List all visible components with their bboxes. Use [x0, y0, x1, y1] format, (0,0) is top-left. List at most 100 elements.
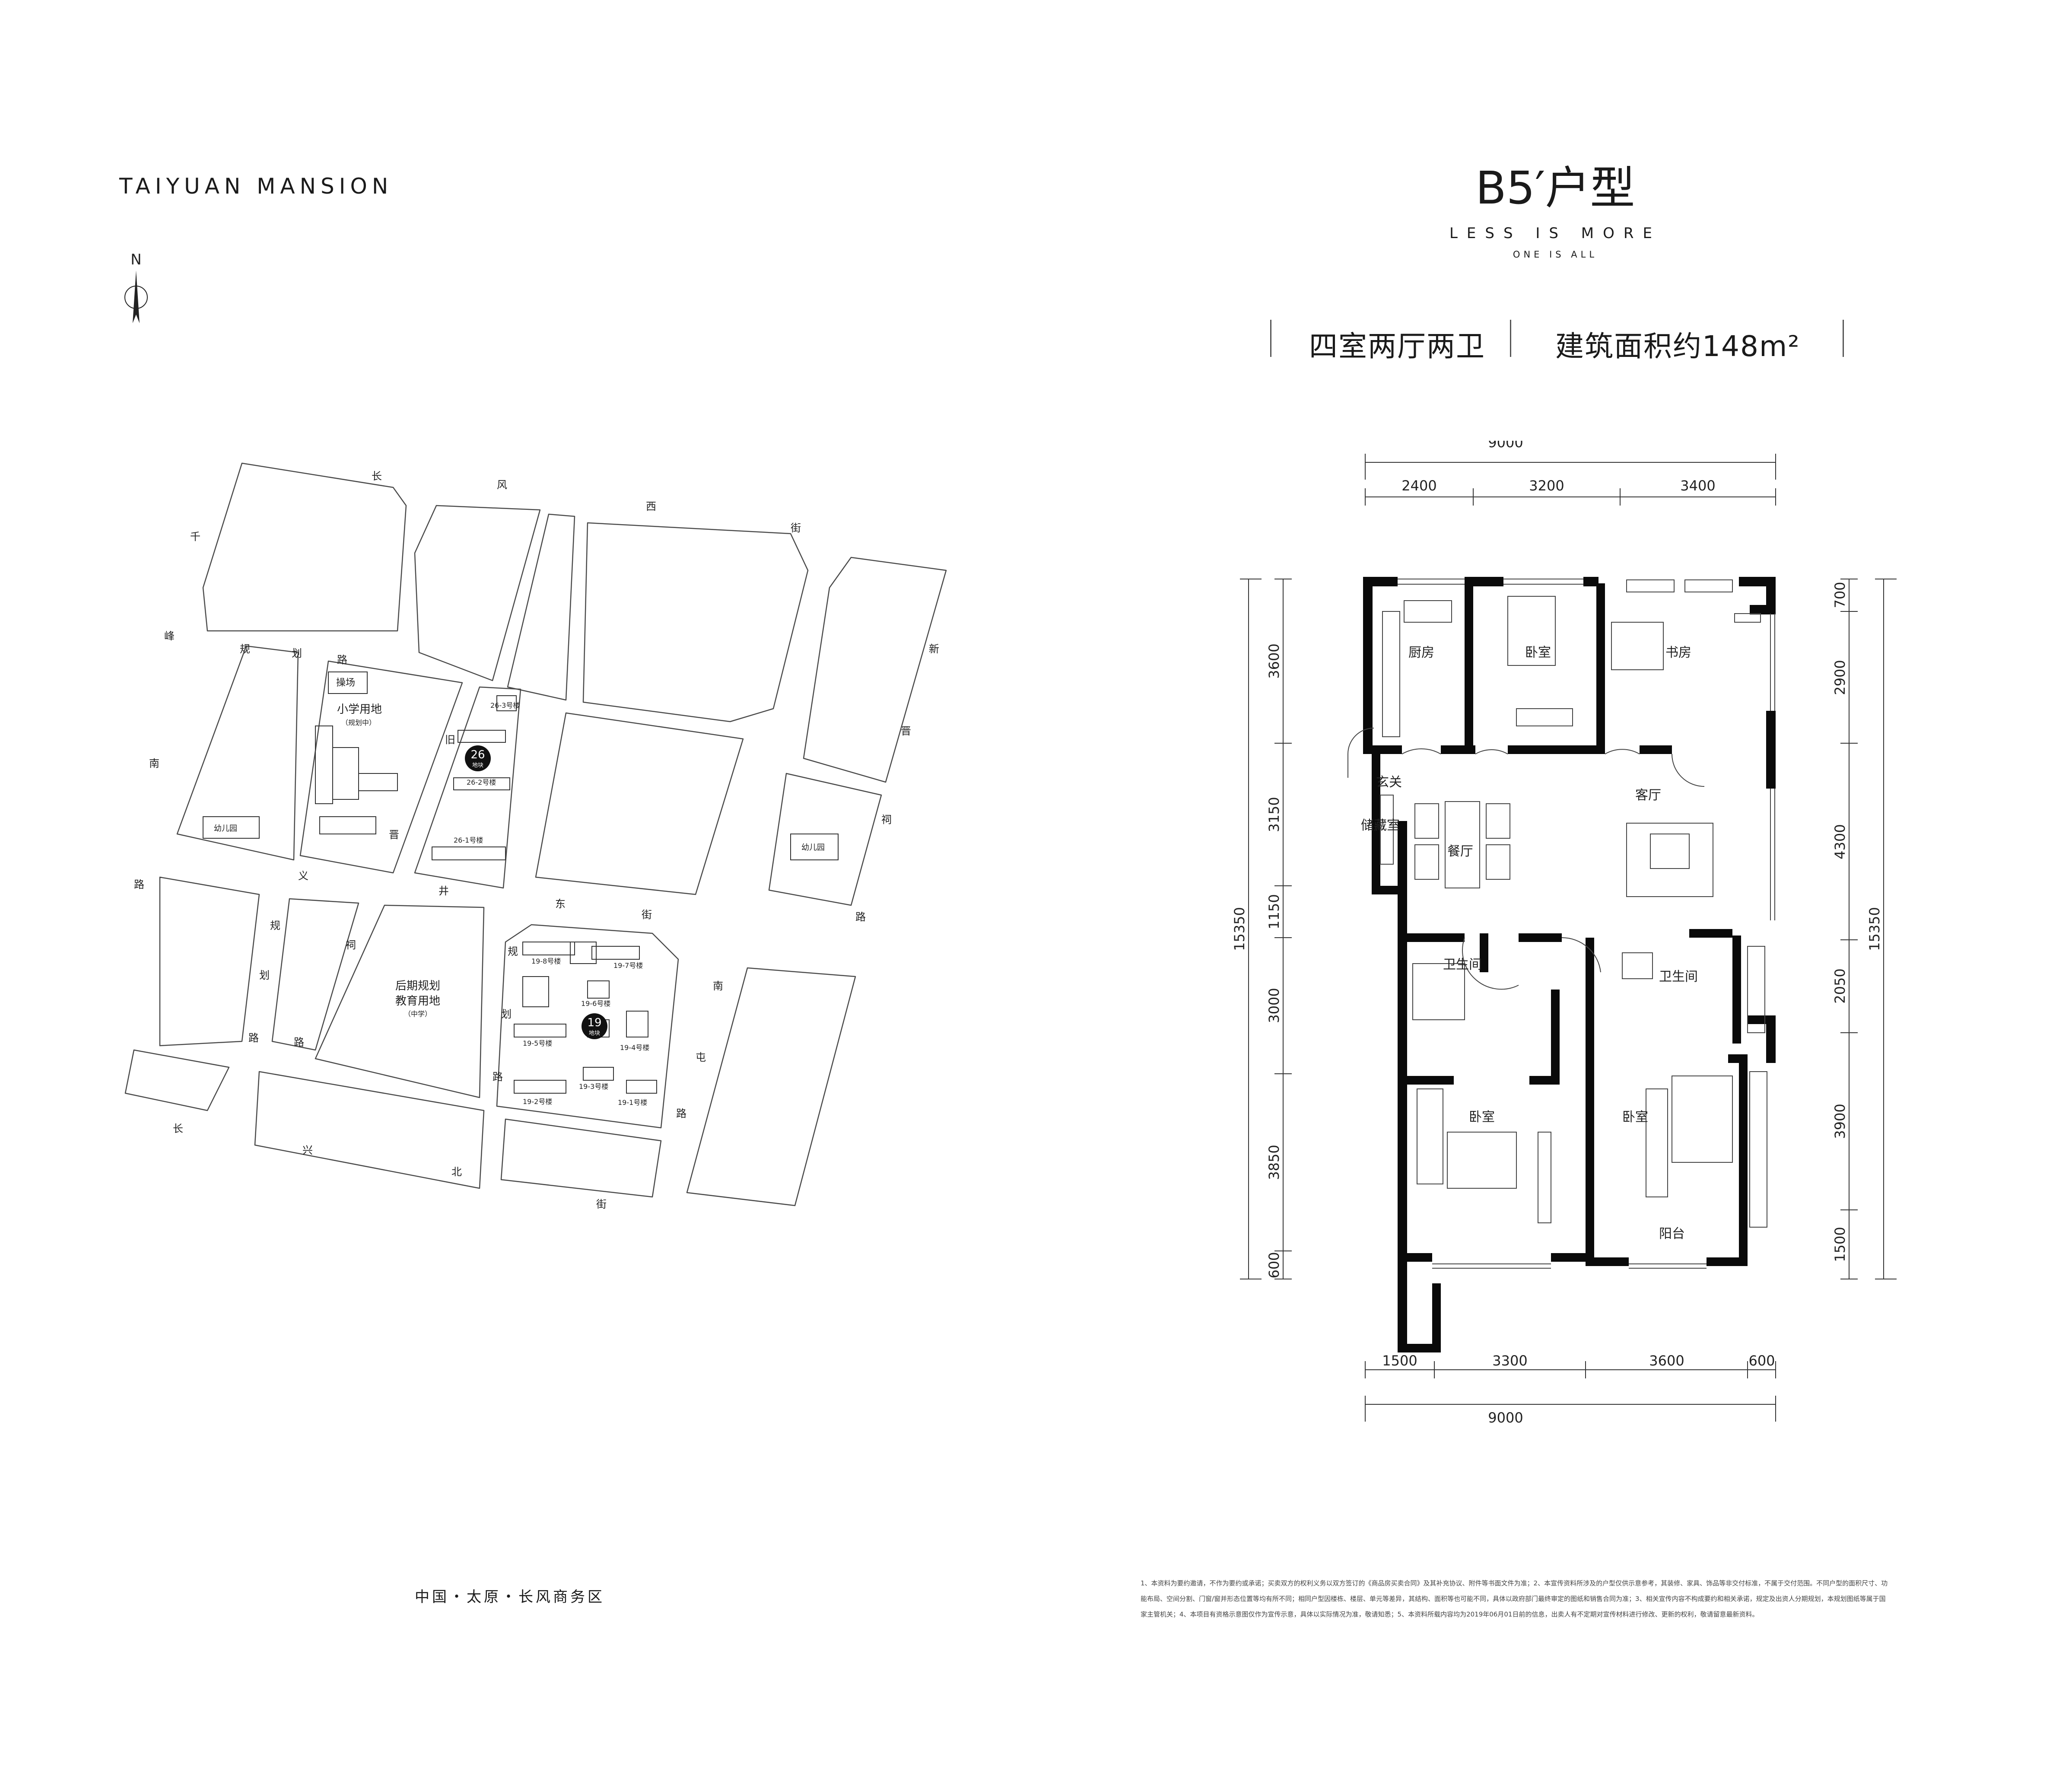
road-char: 祠 [346, 939, 356, 951]
road-char: 南 [149, 757, 159, 770]
road-char: 新 [929, 643, 939, 655]
dim-left-total: 15350 [1231, 907, 1248, 951]
building-label: 26-3号楼 [490, 701, 520, 710]
dim-right: 1500 [1832, 1227, 1848, 1262]
road-char: 晋 [389, 829, 399, 841]
kindergarten-left-label: 幼儿园 [214, 824, 237, 833]
building-label: 19-6号楼 [581, 999, 610, 1008]
plot-26-marker [465, 745, 491, 771]
road-char: 路 [676, 1107, 686, 1120]
road-char: 街 [642, 909, 652, 921]
road-char: 东 [555, 898, 566, 910]
playground-outline [328, 671, 368, 694]
dim-top: 2400 [1401, 477, 1436, 494]
road-char: 千 [190, 531, 200, 543]
road-char: 风 [497, 479, 507, 491]
dim-right: 2900 [1832, 660, 1848, 695]
slogan-sub: ONE IS ALL [1513, 249, 1598, 260]
dim-right: 4300 [1832, 824, 1848, 859]
dim-bottom-total: 9000 [1488, 1410, 1523, 1426]
slogan: LESS IS MORE [1449, 225, 1662, 242]
room-bath-left: 卫生间 [1443, 957, 1482, 972]
road-char: 旧 [445, 734, 455, 746]
map-block [254, 1071, 485, 1189]
room-study: 书房 [1665, 645, 1691, 660]
floor-plan: 9000 2400 3200 3400 1500 3300 3600 600 9… [1231, 441, 1897, 1426]
building-label: 19-5号楼 [523, 1039, 552, 1047]
site-map: 长 风 西 街 千 峰 南 路 新 晋 祠 路 规 划 路 旧 晋 祠 路 义 … [124, 462, 947, 1210]
building-label: 19-8号楼 [531, 957, 561, 965]
road-char: 长 [372, 470, 382, 482]
dim-top-total: 9000 [1488, 441, 1523, 451]
dim-bottom: 600 [1748, 1352, 1775, 1369]
road-char: 南 [713, 980, 723, 992]
dim-left: 3600 [1266, 643, 1282, 678]
road-char: 路 [248, 1032, 259, 1044]
dim-top: 3200 [1529, 477, 1564, 494]
map-block [124, 1049, 230, 1111]
dim-bottom: 3300 [1492, 1352, 1527, 1369]
road-char: 晋 [901, 725, 911, 737]
road-char: 井 [439, 885, 449, 897]
room-kitchen: 厨房 [1408, 645, 1434, 660]
building-label: 19-3号楼 [579, 1082, 608, 1091]
map-block [299, 660, 463, 874]
room-living: 客厅 [1635, 788, 1661, 803]
spec-bar: 四室两厅两卫 建筑面积约148m² [1270, 315, 1849, 363]
map-block [803, 557, 947, 783]
building-label: 26-2号楼 [467, 778, 496, 786]
plot-26-suffix: 地块 [472, 762, 483, 769]
road-char: 街 [596, 1198, 607, 1210]
spec-divider [1270, 320, 1271, 357]
dim-left: 1150 [1266, 894, 1282, 929]
road-char: 祠 [881, 814, 892, 826]
dim-bottom: 1500 [1382, 1352, 1417, 1369]
future-school-label-2: 教育用地 [395, 995, 440, 1008]
kindergarten-right-label: 幼儿园 [801, 843, 825, 852]
map-block [686, 967, 856, 1206]
building-label: 19-4号楼 [620, 1044, 649, 1052]
road-char: 西 [646, 500, 656, 512]
road-char: 划 [292, 647, 302, 659]
brand-title: TAIYUAN MANSION [119, 174, 393, 199]
road-char: 路 [337, 654, 347, 666]
road-char: 规 [508, 945, 518, 958]
playground-label: 操场 [336, 678, 355, 688]
dim-right-total: 15350 [1866, 907, 1883, 951]
primary-school-label: 小学用地 [337, 703, 382, 716]
road-char: 划 [259, 969, 270, 981]
building-label: 19-2号楼 [523, 1098, 552, 1106]
map-block [768, 773, 882, 906]
dim-right: 3900 [1832, 1104, 1848, 1139]
area-label: 建筑面积约148m² [1555, 330, 1800, 363]
road-char: 路 [134, 878, 144, 891]
future-school-block [315, 904, 485, 1098]
room-foyer: 玄关 [1376, 775, 1402, 790]
building-label: 19-7号楼 [613, 961, 643, 970]
map-block [414, 505, 541, 681]
road-char: 北 [451, 1166, 462, 1178]
road-char: 屯 [696, 1051, 706, 1063]
map-block [159, 876, 260, 1047]
future-school-label-1: 后期规划 [395, 980, 440, 993]
north-arrow-icon: N [124, 251, 148, 323]
road-char: 义 [298, 870, 308, 882]
road-char: 峰 [164, 630, 175, 642]
room-bedroom-left: 卧室 [1469, 1110, 1495, 1125]
road-char: 街 [791, 522, 801, 534]
building-label: 19-1号楼 [618, 1098, 647, 1107]
future-school-note: （中学） [404, 1010, 432, 1018]
dim-left: 3150 [1266, 797, 1282, 832]
dim-top: 3400 [1680, 477, 1715, 494]
room-storage: 储藏室 [1361, 818, 1400, 833]
plot-19-suffix: 地块 [589, 1030, 600, 1037]
map-block [535, 712, 744, 895]
plot-19-number: 19 [587, 1016, 601, 1029]
dim-right: 700 [1832, 582, 1848, 608]
room-bedroom-top: 卧室 [1525, 645, 1551, 660]
map-block [202, 462, 407, 632]
room-bedroom-right: 卧室 [1622, 1110, 1648, 1125]
plot-26-block [414, 686, 521, 889]
dim-left: 3000 [1266, 988, 1282, 1023]
dim-bottom: 3600 [1649, 1352, 1684, 1369]
